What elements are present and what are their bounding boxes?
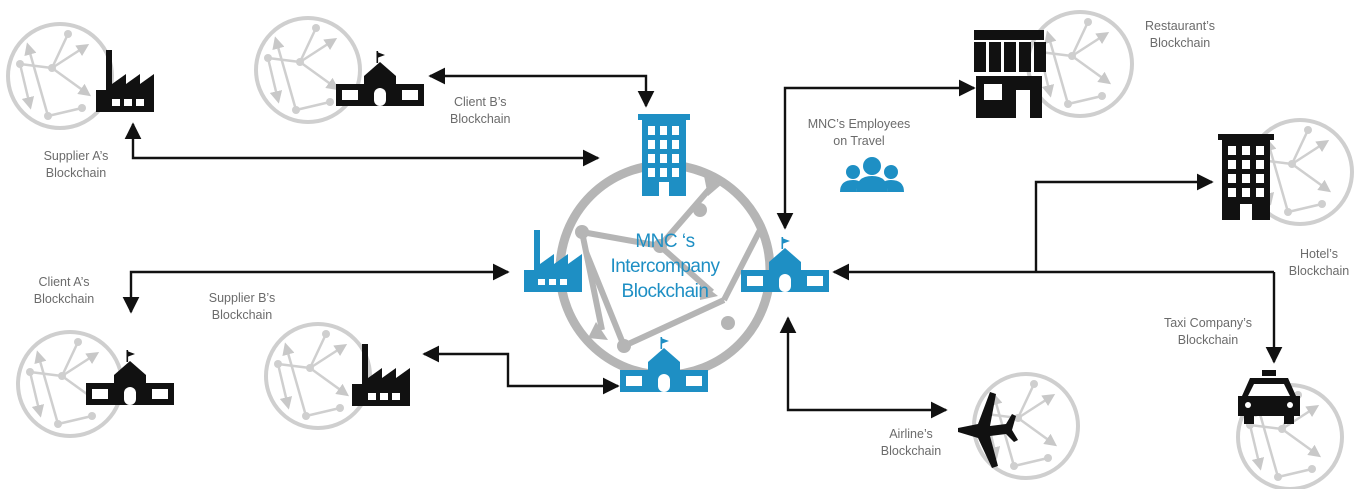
hotel-label: Hotel’s Blockchain: [1288, 247, 1350, 278]
blockchain-network-icon: [8, 24, 112, 128]
taxi-icon: [1238, 370, 1300, 424]
airline-label: Airline’s Blockchain: [880, 427, 942, 458]
center-blockchain-title: MNC ‘s Intercompany Blockchain: [590, 229, 740, 304]
school-building-icon: [620, 337, 708, 392]
supplier-b-label: Supplier B’s Blockchain: [208, 291, 276, 322]
school-building-icon: [741, 237, 829, 292]
school-building-icon: [336, 51, 424, 106]
center-title-line: MNC ‘s: [635, 231, 695, 252]
restaurant-label: Restaurant’s Blockchain: [1145, 19, 1215, 50]
blockchain-network-icon: [256, 18, 360, 122]
client-b-label: Client B’s Blockchain: [450, 95, 511, 126]
center-title-line: Intercompany: [610, 256, 720, 277]
factory-icon: [352, 344, 410, 406]
connection-arrows: [122, 67, 1283, 419]
employees-label: MNC’s Employees on Travel: [807, 117, 911, 148]
factory-icon: [96, 50, 154, 112]
people-group-icon: [840, 157, 904, 192]
shop-icon: [974, 30, 1046, 118]
office-tower-icon: [638, 114, 690, 196]
school-building-icon: [86, 350, 174, 405]
taxi-label: Taxi Company’s Blockchain: [1163, 316, 1252, 347]
airplane-icon: [958, 392, 1018, 468]
center-title-line: Blockchain: [621, 281, 709, 302]
supplier-a-label: Supplier A’s Blockchain: [43, 149, 109, 180]
office-tower-icon: [1218, 134, 1274, 220]
factory-icon: [524, 230, 582, 292]
blockchain-network-icon: [266, 324, 370, 428]
client-a-label: Client A’s Blockchain: [33, 275, 95, 306]
